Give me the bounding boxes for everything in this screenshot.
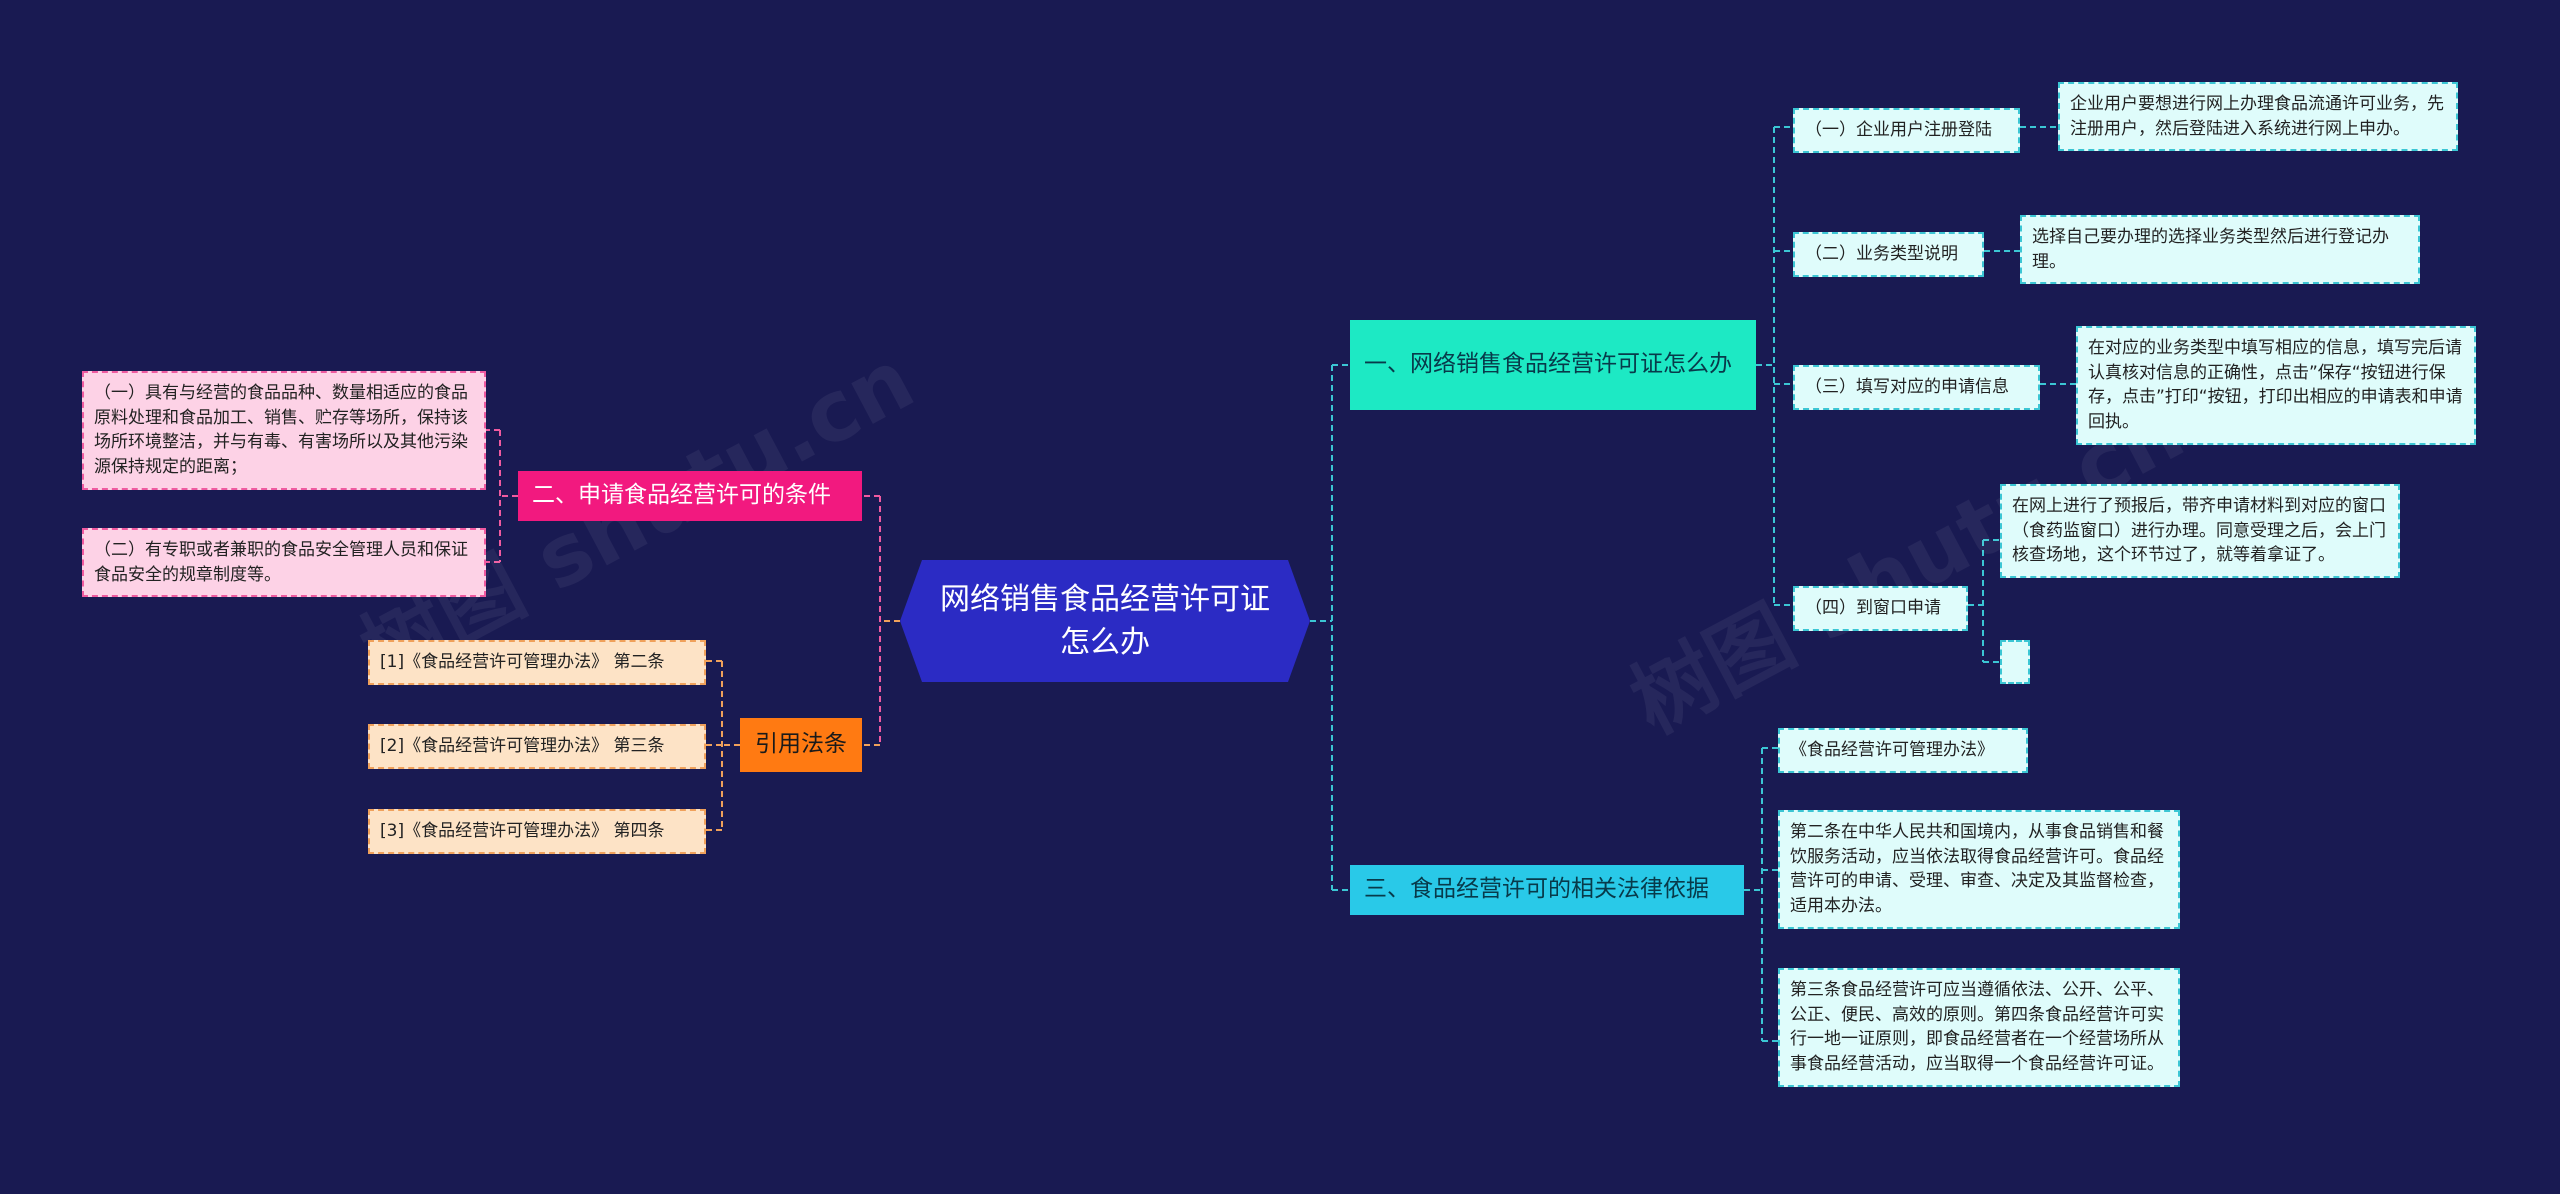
detail-text: 在对应的业务类型中填写相应的信息，填写完后请认真核对信息的正确性，点击”保存“按… [2088, 338, 2463, 432]
branch-label: 三、食品经营许可的相关法律依据 [1364, 876, 1709, 903]
step-fill-application[interactable]: （三）填写对应的申请信息 [1793, 365, 2040, 410]
branch-cited-laws[interactable]: 引用法条 [740, 718, 862, 772]
step-fill-application-detail: 在对应的业务类型中填写相应的信息，填写完后请认真核对信息的正确性，点击”保存“按… [2076, 326, 2476, 445]
law-title-item[interactable]: 《食品经营许可管理办法》 [1778, 728, 2028, 773]
law-article-2: 第二条在中华人民共和国境内，从事食品销售和餐饮服务活动，应当依法取得食品经营许可… [1778, 810, 2180, 929]
step-business-type-detail: 选择自己要办理的选择业务类型然后进行登记办理。 [2020, 215, 2420, 285]
condition-item-2: （二）有专职或者兼职的食品安全管理人员和保证食品安全的规章制度等。 [82, 528, 486, 598]
step-register-login[interactable]: （一）企业用户注册登陆 [1793, 108, 2020, 153]
branch-online-sales-license[interactable]: 一、网络销售食品经营许可证怎么办 [1350, 320, 1756, 410]
condition-item-1: （一）具有与经营的食品品种、数量相适应的食品原料处理和食品加工、销售、贮存等场所… [82, 371, 486, 490]
law-text: 第三条食品经营许可应当遵循依法、公开、公平、公正、便民、高效的原则。第四条食品经… [1790, 980, 2164, 1074]
detail-text: 企业用户要想进行网上办理食品流通许可业务，先注册用户，然后登陆进入系统进行网上申… [2070, 94, 2444, 139]
cited-law-text: [1]《食品经营许可管理办法》 第二条 [380, 652, 665, 672]
root-label: 网络销售食品经营许可证怎么办 [940, 581, 1270, 660]
cited-law-1[interactable]: [1]《食品经营许可管理办法》 第二条 [368, 640, 706, 685]
branch-label: 二、申请食品经营许可的条件 [532, 482, 831, 509]
step-label: （一）企业用户注册登陆 [1805, 120, 1992, 140]
branch-label: 一、网络销售食品经营许可证怎么办 [1364, 351, 1732, 378]
law-text: 《食品经营许可管理办法》 [1790, 740, 1994, 760]
law-article-3-4: 第三条食品经营许可应当遵循依法、公开、公平、公正、便民、高效的原则。第四条食品经… [1778, 968, 2180, 1087]
condition-text: （一）具有与经营的食品品种、数量相适应的食品原料处理和食品加工、销售、贮存等场所… [94, 383, 468, 477]
step-business-type[interactable]: （二）业务类型说明 [1793, 232, 1984, 277]
step-window-application-detail: 在网上进行了预报后，带齐申请材料到对应的窗口（食药监窗口）进行办理。同意受理之后… [2000, 484, 2400, 578]
step-window-application[interactable]: （四）到窗口申请 [1793, 586, 1968, 631]
root-node[interactable]: 网络销售食品经营许可证怎么办 [900, 560, 1310, 682]
cited-law-3[interactable]: [3]《食品经营许可管理办法》 第四条 [368, 809, 706, 854]
step-label: （四）到窗口申请 [1805, 598, 1941, 618]
detail-text: 选择自己要办理的选择业务类型然后进行登记办理。 [2032, 227, 2389, 272]
law-text: 第二条在中华人民共和国境内，从事食品销售和餐饮服务活动，应当依法取得食品经营许可… [1790, 822, 2164, 916]
step-label: （二）业务类型说明 [1805, 244, 1958, 264]
cited-law-text: [2]《食品经营许可管理办法》 第三条 [380, 736, 665, 756]
cited-law-text: [3]《食品经营许可管理办法》 第四条 [380, 821, 665, 841]
condition-text: （二）有专职或者兼职的食品安全管理人员和保证食品安全的规章制度等。 [94, 540, 468, 585]
branch-conditions[interactable]: 二、申请食品经营许可的条件 [518, 471, 862, 521]
step-register-login-detail: 企业用户要想进行网上办理食品流通许可业务，先注册用户，然后登陆进入系统进行网上申… [2058, 82, 2458, 152]
branch-label: 引用法条 [755, 731, 847, 758]
detail-text: 在网上进行了预报后，带齐申请材料到对应的窗口（食药监窗口）进行办理。同意受理之后… [2012, 496, 2386, 566]
step-label: （三）填写对应的申请信息 [1805, 377, 2009, 397]
empty-node[interactable] [2000, 640, 2030, 684]
branch-legal-basis[interactable]: 三、食品经营许可的相关法律依据 [1350, 865, 1744, 915]
cited-law-2[interactable]: [2]《食品经营许可管理办法》 第三条 [368, 724, 706, 769]
